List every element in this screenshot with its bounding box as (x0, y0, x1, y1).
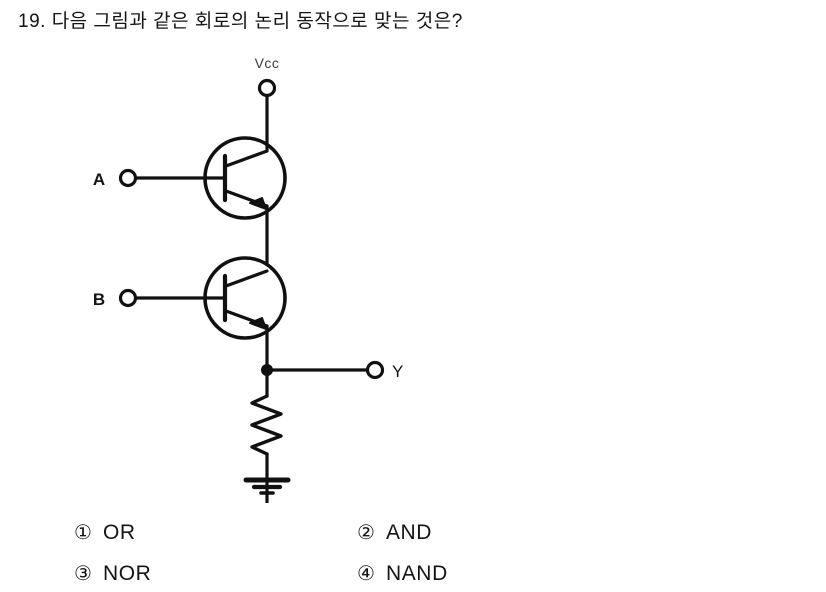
choice-2[interactable]: ② AND (357, 520, 432, 546)
question-stem: 19. 다음 그림과 같은 회로의 논리 동작으로 맞는 것은? (18, 11, 463, 32)
vcc-terminal-circle (257, 78, 277, 98)
q1-collector-lead (224, 149, 269, 168)
circuit-svg: Vcc A B Y (93, 55, 403, 503)
q1-emitter-arrow (249, 197, 267, 210)
vcc-label: Vcc (255, 55, 280, 71)
choice-4-marker: ④ (357, 563, 375, 585)
choice-3-marker: ③ (74, 563, 92, 585)
choice-1[interactable]: ① OR (74, 520, 136, 546)
choice-4[interactable]: ④ NAND (357, 561, 448, 587)
input-b-label: B (93, 290, 105, 309)
output-y-terminal-circle (365, 360, 385, 380)
choice-3[interactable]: ③ NOR (74, 561, 151, 587)
q2-emitter-arrow (249, 317, 267, 330)
q2-collector-lead (224, 269, 269, 288)
pulldown-resistor-body (250, 394, 283, 456)
choice-1-marker: ① (74, 522, 92, 544)
input-a-label: A (93, 170, 105, 189)
circuit-figure: Vcc A B Y (0, 48, 826, 503)
choice-4-label: NAND (385, 562, 448, 585)
input-a-terminal-circle (118, 168, 138, 188)
input-b-terminal-circle (118, 288, 138, 308)
choice-2-marker: ② (357, 522, 375, 544)
choice-1-label: OR (102, 521, 136, 544)
output-y-label: Y (392, 362, 403, 381)
choice-3-label: NOR (102, 562, 152, 585)
choice-2-label: AND (385, 521, 433, 544)
answer-choices: ① OR ② AND ③ NOR ④ NAND (0, 508, 826, 592)
